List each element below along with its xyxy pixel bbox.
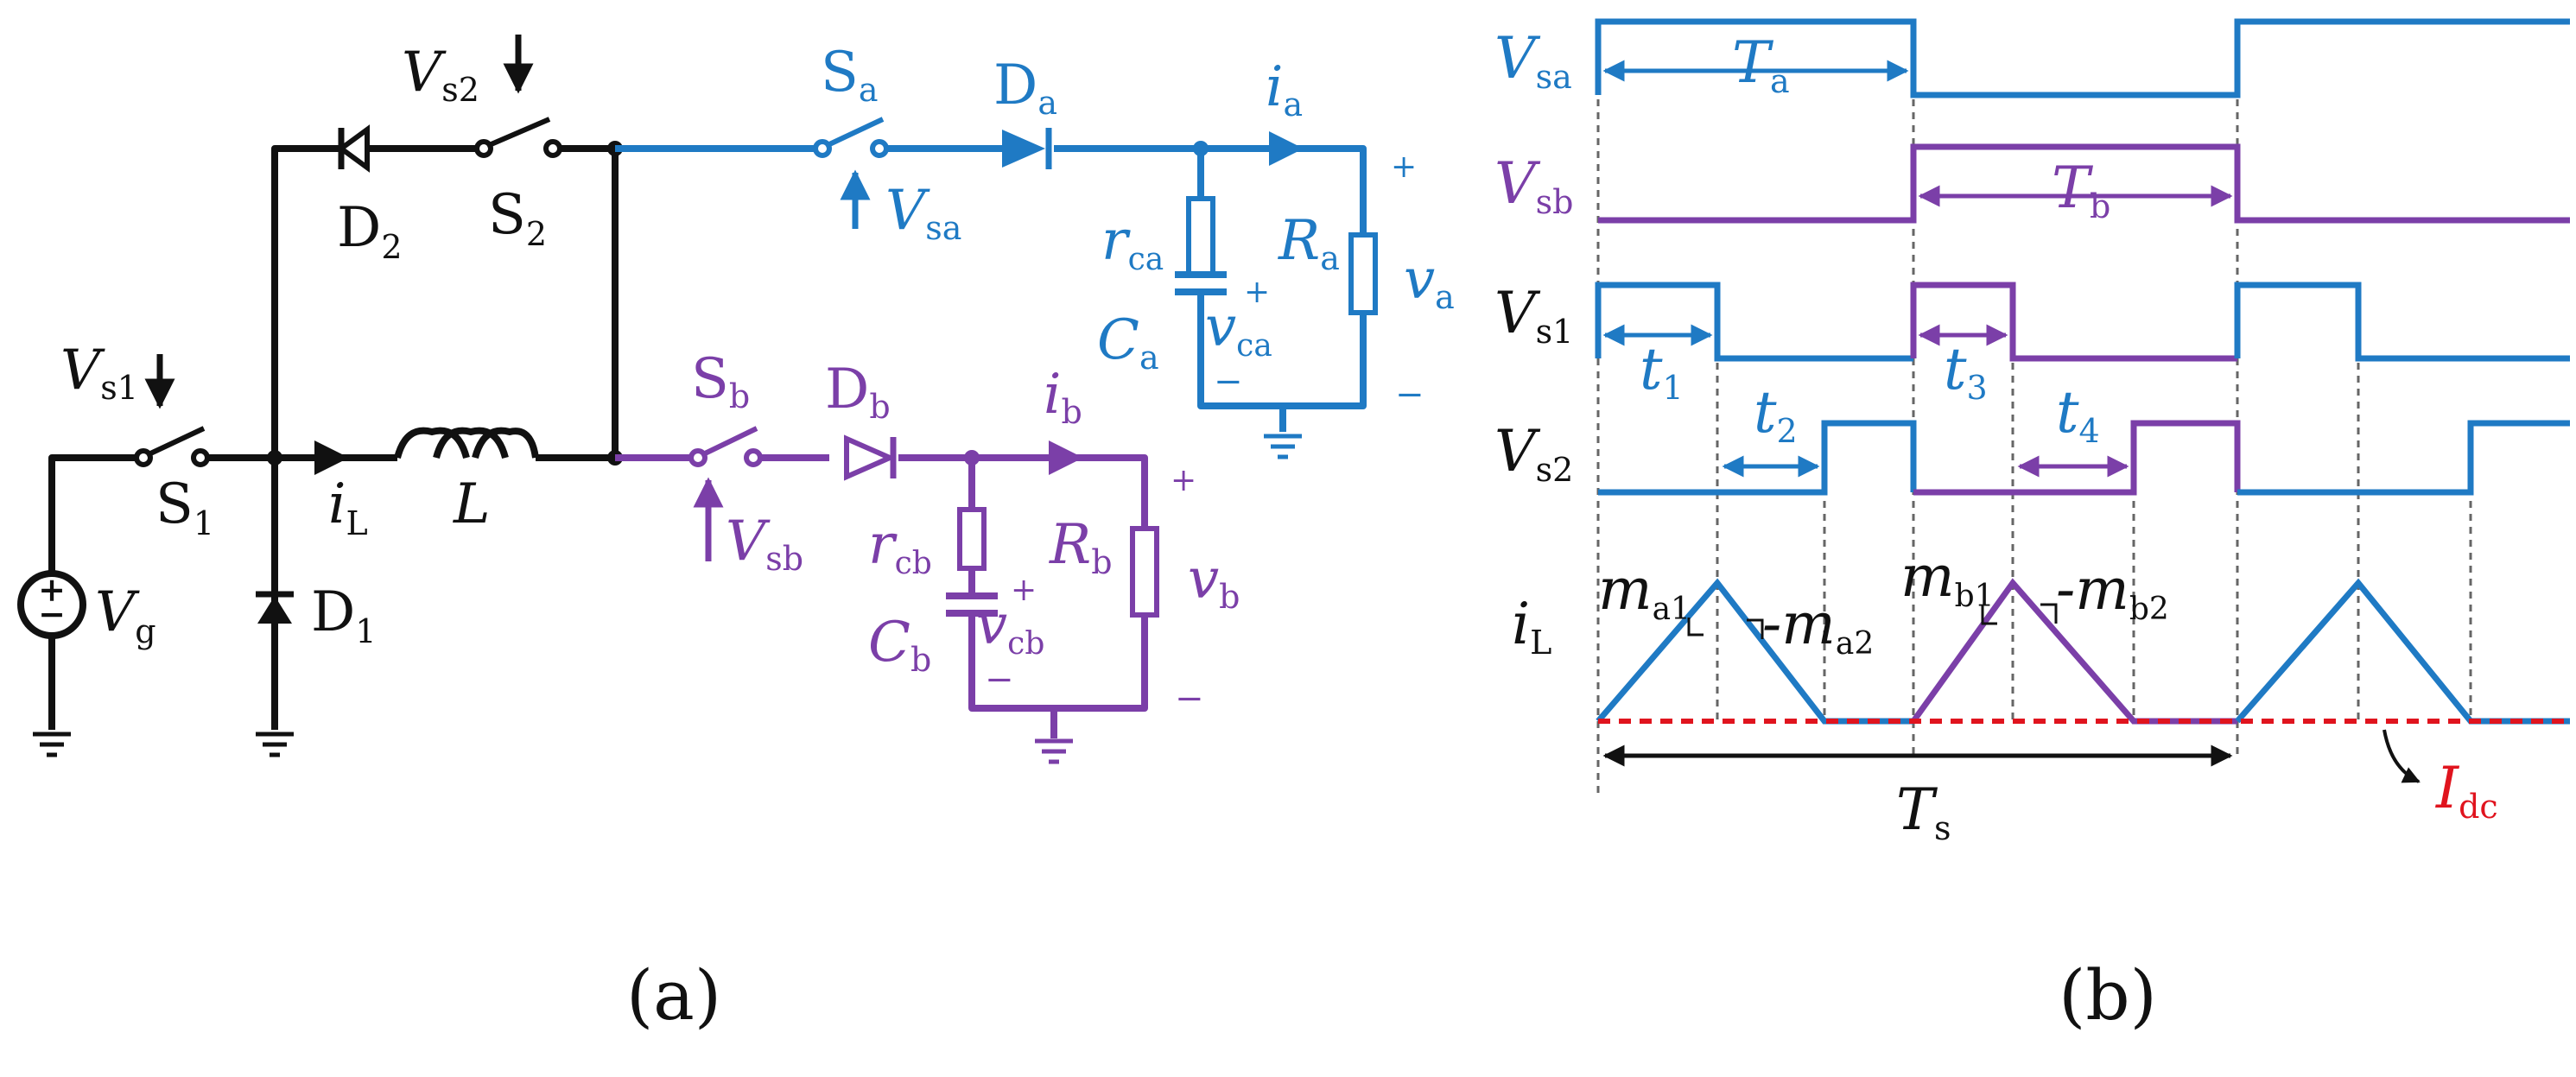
svg-text:+: +	[38, 570, 66, 609]
label-vca-minus: −	[1214, 362, 1243, 402]
label-vca: vca	[1205, 295, 1272, 364]
wf-label-mb2: -mb2	[2056, 556, 2169, 627]
ma1-tick	[1687, 618, 1704, 637]
resistor-rcb	[957, 507, 987, 571]
label-d1: D1	[311, 580, 377, 650]
wf-label-ma2: -ma2	[1762, 591, 1874, 662]
wf-label-vs1: Vs1	[1494, 280, 1573, 351]
label-rcb: rcb	[868, 513, 932, 581]
label-cb: Cb	[868, 611, 931, 679]
circuit-diagram: + −	[17, 35, 1455, 1036]
label-ib: ib	[1044, 363, 1082, 431]
switch-s2	[474, 117, 562, 158]
purple-junction	[964, 450, 980, 466]
ground-vg	[33, 732, 71, 757]
wf-label-t2: t2	[1754, 379, 1798, 450]
label-va-minus: −	[1395, 375, 1424, 415]
label-va-plus: +	[1391, 149, 1417, 185]
idc-pointer	[2382, 729, 2421, 783]
vsb-waveform	[1598, 143, 2570, 224]
label-vb: vb	[1188, 548, 1240, 616]
ground-a	[1264, 434, 1302, 459]
label-ra: Ra	[1278, 209, 1340, 277]
vs1-waveform-blue-b	[2234, 282, 2570, 362]
vs1-waveform-purple	[1910, 282, 2237, 362]
label-sa: Sa	[821, 41, 879, 109]
label-ca: Ca	[1097, 308, 1159, 377]
label-va: va	[1404, 248, 1455, 316]
switch-sa	[813, 117, 889, 158]
label-vs1: Vs1	[60, 339, 138, 407]
mb2-tick	[2040, 603, 2058, 624]
label-ia: ia	[1266, 55, 1303, 124]
diode-db	[844, 434, 897, 481]
label-s2: S2	[488, 183, 547, 253]
ground-d1	[256, 732, 294, 757]
purple-wiring	[615, 454, 1148, 738]
wf-label-ma1: ma1	[1598, 556, 1691, 627]
label-il: iL	[328, 472, 368, 542]
label-da: Da	[993, 54, 1057, 122]
vs2-waveform-blue-b	[2237, 420, 2570, 496]
label-vcb-plus: +	[1011, 573, 1037, 608]
wf-label-ta: Ta	[1732, 29, 1790, 100]
caption-a: (a)	[626, 955, 721, 1036]
label-rb: Rb	[1049, 513, 1113, 581]
inductor-l	[394, 427, 539, 459]
label-vs2: Vs2	[402, 41, 479, 109]
il-waveform-blue-b	[2235, 578, 2570, 725]
caption-b: (b)	[2059, 955, 2157, 1036]
wf-label-ts: Ts	[1896, 776, 1951, 847]
wf-label-vsa: Vsa	[1494, 25, 1572, 96]
diode-d2	[336, 124, 399, 173]
diode-da	[1002, 128, 1052, 169]
label-rca: rca	[1101, 209, 1164, 277]
label-vca-plus: +	[1244, 275, 1270, 310]
resistor-ra	[1348, 232, 1378, 315]
vsa-waveform	[1595, 18, 2570, 98]
wf-label-il: iL	[1512, 591, 1551, 662]
label-vb-plus: +	[1171, 463, 1196, 498]
wf-label-t1: t1	[1640, 336, 1684, 407]
label-vb-minus: −	[1175, 679, 1204, 719]
wf-label-tb: Tb	[2052, 155, 2110, 225]
label-vcb: vcb	[976, 593, 1044, 662]
wf-label-mb1: mb1	[1900, 543, 1995, 614]
ma2-tick	[1747, 618, 1764, 639]
wf-label-vs2: Vs2	[1494, 418, 1573, 489]
black-junctions	[267, 141, 623, 466]
vs2-waveform-purple	[1913, 420, 2241, 496]
wf-label-t4: t4	[2056, 379, 2100, 450]
resistor-rca	[1186, 196, 1215, 277]
ground-b	[1035, 738, 1073, 764]
label-vg: Vg	[95, 580, 156, 650]
waveform-diagram: Vsa Ta Vsb Tb Vs1 t1 t3 Vs2 t2 t4 iL ma1…	[1494, 18, 2570, 1036]
label-vsb: Vsb	[726, 510, 803, 578]
capacitor-ca	[1175, 271, 1227, 295]
label-sb: Sb	[691, 347, 750, 415]
source-vg: + −	[17, 570, 86, 730]
resistor-rb	[1130, 526, 1159, 618]
mb1-tick	[1981, 605, 1997, 625]
vs2-waveform-blue-a	[1598, 420, 1917, 496]
label-d2: D2	[337, 196, 403, 266]
svg-text:−: −	[38, 594, 66, 633]
wf-label-t3: t3	[1944, 336, 1988, 407]
blue-junction	[1193, 141, 1209, 156]
wf-label-vsb: Vsb	[1494, 150, 1574, 221]
vs1-waveform-blue-a	[1595, 282, 1913, 362]
wf-label-idc: Idc	[2435, 755, 2498, 826]
label-l: L	[453, 472, 491, 536]
switch-s1	[134, 426, 210, 467]
diode-d1	[256, 591, 294, 624]
circuit-labels: Vs2 D2 S2 Vs1 S1 iL L Vg D1 Sa Da ia Vsa…	[60, 41, 1455, 719]
label-vsa: Vsa	[885, 179, 961, 247]
label-s1: S1	[155, 472, 214, 542]
waveform-labels: Vsa Ta Vsb Tb Vs1 t1 t3 Vs2 t2 t4 iL ma1…	[1494, 25, 2498, 847]
switch-sb	[688, 426, 763, 467]
label-vcb-minus: −	[985, 660, 1014, 700]
label-db: Db	[825, 358, 891, 426]
